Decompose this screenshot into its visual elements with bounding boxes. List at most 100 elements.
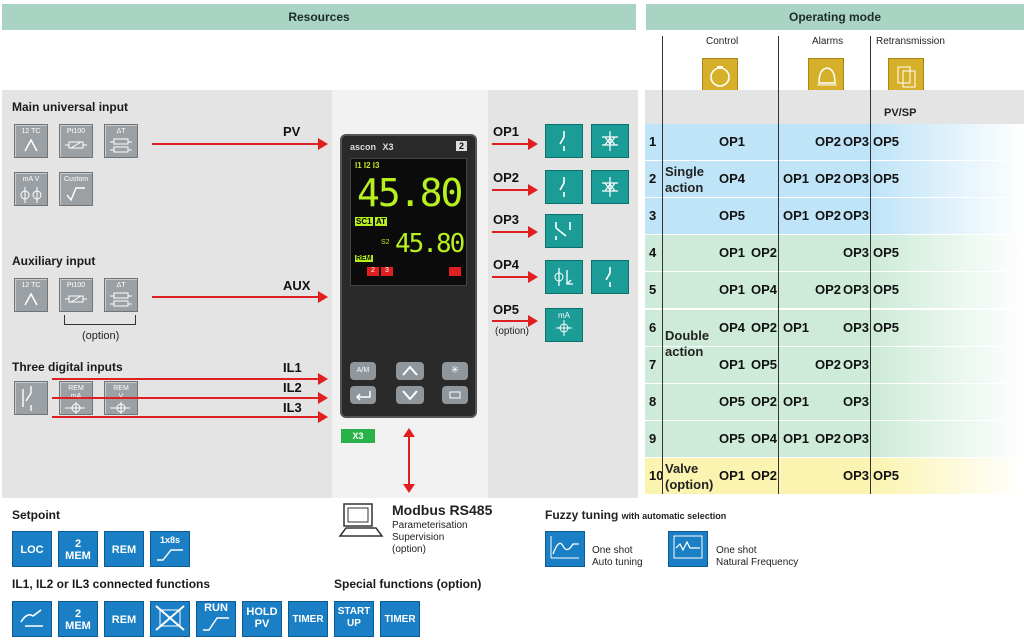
hand-icon[interactable] bbox=[12, 601, 52, 637]
start-up-button[interactable]: START UP bbox=[334, 601, 374, 637]
up-key[interactable] bbox=[396, 362, 424, 380]
special-timer-button[interactable]: TIMER bbox=[380, 601, 420, 637]
op2-label: OP2 bbox=[493, 170, 520, 185]
pv-label: PV bbox=[283, 124, 301, 139]
analog-output-icon[interactable]: mA bbox=[545, 308, 583, 342]
il-rem-button[interactable]: REM bbox=[104, 601, 144, 637]
modbus-title: Modbus RS485 bbox=[392, 502, 493, 518]
il2-label: IL2 bbox=[283, 380, 302, 395]
return-key[interactable] bbox=[350, 386, 376, 404]
timer-button[interactable]: TIMER bbox=[288, 601, 328, 637]
table-cell-a3: OP3 bbox=[843, 245, 870, 261]
relay-icon[interactable] bbox=[545, 124, 583, 158]
table-cell-a2: OP2 bbox=[815, 208, 842, 224]
relay-icon-op4[interactable] bbox=[591, 260, 629, 294]
main-input-title: Main universal input bbox=[12, 100, 129, 114]
table-cell-a2: OP2 bbox=[815, 282, 842, 298]
pv-arrow bbox=[152, 138, 328, 150]
fuzzy2-l2: Natural Frequency bbox=[716, 557, 799, 568]
natural-frequency-icon[interactable] bbox=[668, 531, 708, 567]
rem-button[interactable]: REM bbox=[104, 531, 144, 567]
table-cell-a1: OP1 bbox=[783, 393, 810, 409]
am-key[interactable]: A/M bbox=[350, 362, 376, 380]
alarm-led bbox=[449, 267, 461, 276]
input-leds: I1 I2 I3 bbox=[355, 161, 380, 170]
ramp-button[interactable]: 1x8s bbox=[150, 531, 190, 567]
table-cell-n: 5 bbox=[649, 282, 657, 298]
fuzzy2-l1: One shot bbox=[716, 545, 757, 556]
ssr-icon[interactable] bbox=[545, 260, 583, 294]
table-cell-c2: OP4 bbox=[751, 430, 778, 446]
table-cell-a1: OP1 bbox=[783, 171, 810, 187]
changeover-relay-icon[interactable] bbox=[545, 214, 583, 248]
control-icon[interactable] bbox=[702, 58, 738, 92]
op4-arrow bbox=[492, 271, 538, 283]
operating-mode-header: Operating mode bbox=[646, 4, 1024, 30]
table-cell-c1: OP5 bbox=[719, 208, 746, 224]
control-column-label: Control bbox=[706, 36, 739, 47]
relay-icon-op2[interactable] bbox=[545, 170, 583, 204]
controller-device: ascon X3 2 I1 I2 I3 45.80 SC1 AT S2 45.8… bbox=[340, 134, 477, 418]
alarm-icon[interactable] bbox=[808, 58, 844, 92]
modbus-l2: Supervision bbox=[392, 532, 445, 543]
pv-display: 45.80 bbox=[357, 171, 463, 215]
table-cell-n: 9 bbox=[649, 430, 657, 446]
rem-indicator: REM bbox=[355, 255, 373, 262]
table-cell-c1: OP1 bbox=[719, 134, 746, 149]
table-cell-a3: OP3 bbox=[843, 356, 870, 372]
modbus-arrow-up bbox=[403, 428, 415, 437]
hold-pv-button[interactable]: HOLD PV bbox=[242, 601, 282, 637]
device-display: I1 I2 I3 45.80 SC1 AT S2 45.80 REM 2 3 bbox=[350, 158, 467, 286]
sc1-indicator: SC1 bbox=[355, 217, 373, 226]
table-cell-n: 8 bbox=[649, 393, 657, 409]
aux-label: AUX bbox=[283, 278, 311, 293]
auto-tuning-icon[interactable] bbox=[545, 531, 585, 567]
il-mem-button[interactable]: 2 MEM bbox=[58, 601, 98, 637]
down-key[interactable] bbox=[396, 386, 424, 404]
thermocouple-icon[interactable]: 12 TC bbox=[14, 124, 48, 158]
setpoint-title: Setpoint bbox=[12, 508, 60, 522]
contact-icon[interactable] bbox=[14, 381, 48, 415]
sp-display: 45.80 bbox=[395, 229, 465, 259]
il3-arrow bbox=[52, 411, 328, 423]
op5-option: (option) bbox=[495, 326, 529, 337]
single-action-label: Single action bbox=[665, 164, 705, 195]
table-cell-a3: OP3 bbox=[843, 430, 870, 446]
star-key[interactable]: ✳ bbox=[442, 362, 468, 380]
col-line bbox=[870, 36, 871, 494]
table-cell-a3: OP3 bbox=[843, 393, 870, 409]
retransmission-icon[interactable] bbox=[888, 58, 924, 92]
function-key[interactable] bbox=[442, 386, 468, 404]
run-button[interactable]: RUN bbox=[196, 601, 236, 637]
mem-button[interactable]: 2 MEM bbox=[58, 531, 98, 567]
pvsp-label: PV/SP bbox=[884, 107, 917, 119]
aux-rtd-icon[interactable]: Pt100 bbox=[59, 278, 93, 312]
op1-label: OP1 bbox=[493, 124, 520, 139]
op2-arrow bbox=[492, 184, 538, 196]
resources-header: Resources bbox=[2, 4, 636, 30]
table-cell-n: 7 bbox=[649, 356, 657, 372]
table-cell-a3: OP3 bbox=[843, 134, 870, 149]
table-cell-c2: OP5 bbox=[751, 356, 778, 372]
custom-sqrt-icon[interactable]: Custom bbox=[59, 172, 93, 206]
loc-button[interactable]: LOC bbox=[12, 531, 52, 567]
disable-output-icon[interactable] bbox=[150, 601, 190, 637]
ma-v-icon[interactable]: mA V bbox=[14, 172, 48, 206]
option-bracket bbox=[64, 315, 136, 325]
delta-t-icon[interactable]: ΔT bbox=[104, 124, 138, 158]
ramp-label: 1x8s bbox=[159, 535, 181, 545]
triac-icon[interactable] bbox=[591, 124, 629, 158]
device-model: X3 bbox=[382, 142, 394, 152]
rtd-icon[interactable]: Pt100 bbox=[59, 124, 93, 158]
triac-icon-op2[interactable] bbox=[591, 170, 629, 204]
table-cell-c2: OP2 bbox=[751, 467, 778, 483]
table-cell-c1: OP5 bbox=[719, 430, 746, 446]
aux-delta-t-icon[interactable]: ΔT bbox=[104, 278, 138, 312]
aux-thermocouple-icon[interactable]: 12 TC bbox=[14, 278, 48, 312]
digital-inputs-title: Three digital inputs bbox=[12, 360, 123, 374]
table-cell-c1: OP1 bbox=[719, 245, 746, 261]
